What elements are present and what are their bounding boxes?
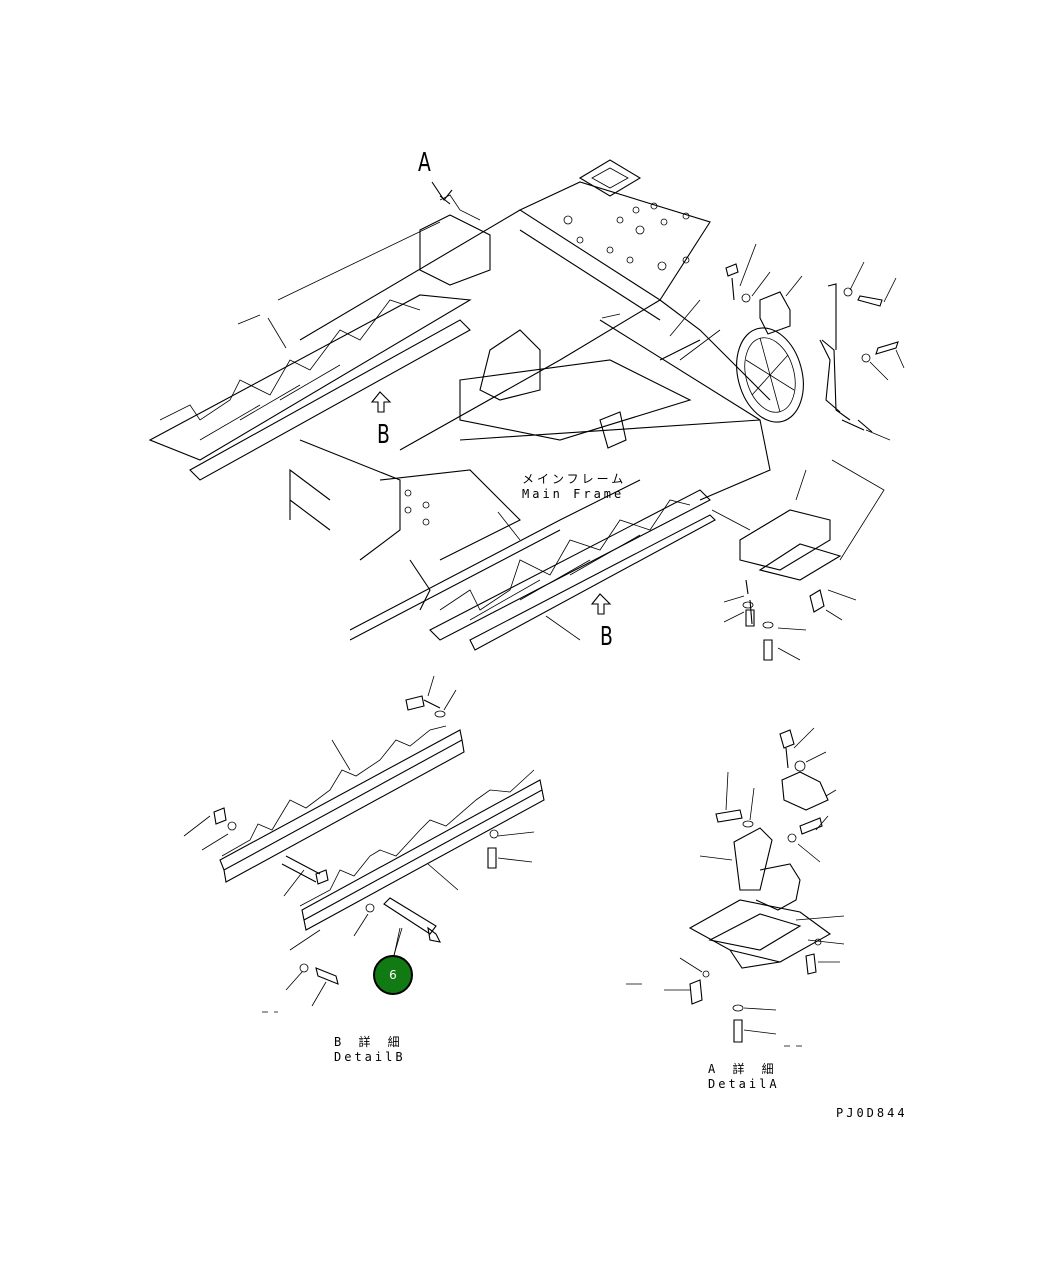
main-frame-label-jp: メインフレーム: [522, 472, 627, 486]
detail-a-drawing: [626, 727, 845, 1047]
drawing-code: PJ0D844: [836, 1106, 908, 1120]
main-frame-drawing: [148, 159, 804, 651]
view-label-a: A: [418, 148, 431, 178]
detail-b-drawing: [183, 675, 545, 1013]
view-label-b-upper: B: [377, 420, 390, 450]
view-label-b-lower: B: [600, 622, 613, 652]
main-frame-label-en: Main Frame: [522, 487, 625, 501]
part-callout-6[interactable]: 6: [373, 955, 413, 995]
callout-leader: [393, 927, 403, 956]
upper-right-parts: [711, 243, 905, 661]
detail-a-label-en: DetailA: [708, 1077, 780, 1091]
detail-a-label-jp: A 詳 細: [708, 1062, 779, 1076]
detail-b-label-en: DetailB: [334, 1050, 406, 1064]
detail-b-label-jp: B 詳 細: [334, 1035, 405, 1049]
